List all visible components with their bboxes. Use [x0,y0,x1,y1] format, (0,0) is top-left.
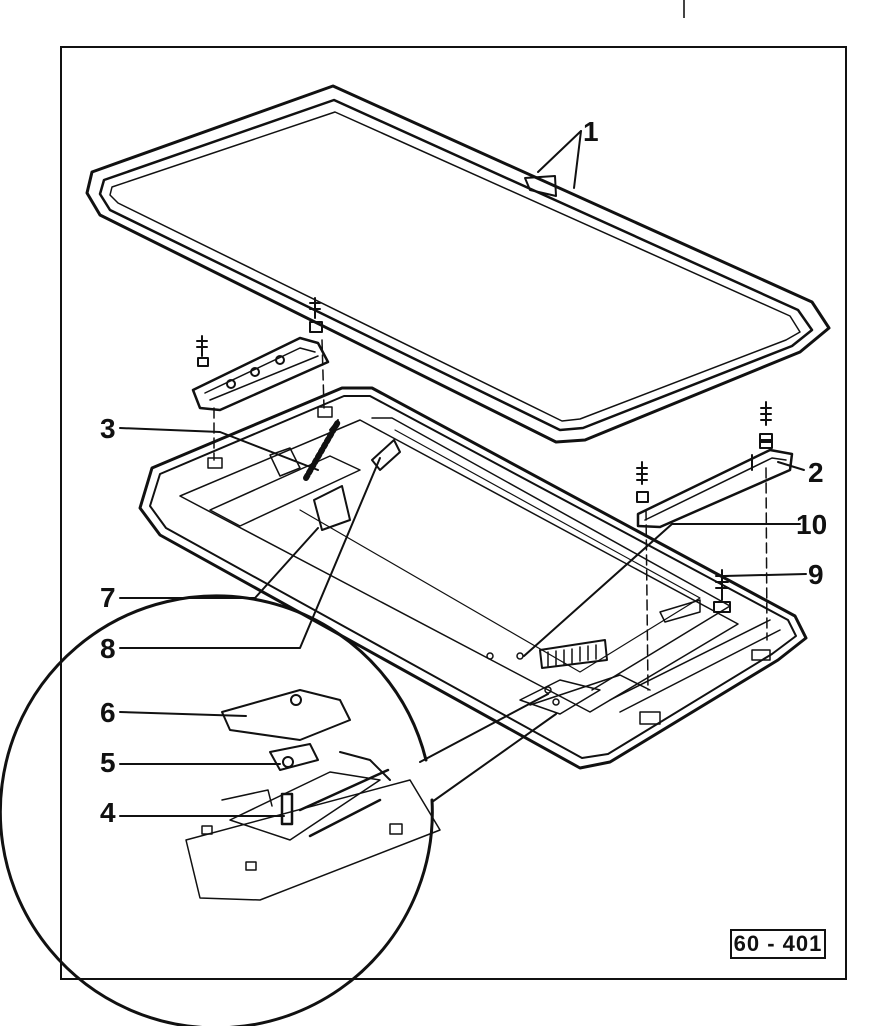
seal-frame [85,84,831,444]
tension-spring [303,419,341,481]
rear-screw [713,569,731,613]
callout-3: 3 [100,413,116,444]
detail-circle [0,594,557,1026]
coil-spring-rear [539,639,608,669]
stray-tick-mark [683,0,685,18]
callout-labels: 1 2 3 4 5 6 7 8 9 10 [100,116,827,828]
callout-2: 2 [808,457,824,488]
hinge-bracket-right [636,401,794,691]
callout-10: 10 [796,509,827,540]
callout-7: 7 [100,582,116,613]
hinge-bracket-left [191,297,330,461]
callout-9: 9 [808,559,824,590]
callout-5: 5 [100,747,116,778]
drawing-frame [60,46,847,980]
callout-6: 6 [100,697,116,728]
callout-8: 8 [100,633,116,664]
figure-reference-number: 60 - 401 [730,929,826,959]
callout-1: 1 [583,116,599,147]
sunroof-tray [138,386,808,770]
callout-4: 4 [100,797,116,828]
leader-lines [119,130,807,817]
